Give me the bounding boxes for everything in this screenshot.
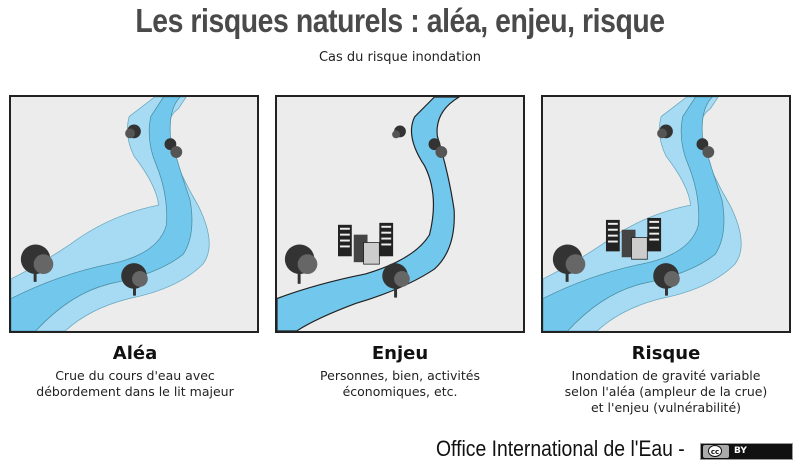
building-icon xyxy=(338,222,394,265)
tree-icon xyxy=(653,263,680,296)
river xyxy=(11,97,193,331)
river xyxy=(277,97,461,331)
panel-enjeu xyxy=(275,95,525,333)
tree-icon xyxy=(284,244,318,284)
tree-icon xyxy=(164,138,183,158)
cc-icon: cc xyxy=(708,445,722,457)
building-icon xyxy=(605,217,662,260)
enjeu-illustration xyxy=(277,97,461,331)
cc-by-license-badge: cc BY xyxy=(700,443,793,460)
caption-text: Inondation de gravité variable selon l'a… xyxy=(564,368,768,415)
risque-illustration xyxy=(543,97,742,331)
panel-alea xyxy=(9,95,259,333)
page-subtitle: Cas du risque inondation xyxy=(318,50,482,65)
page-title: Les risques naturels : aléa, enjeu, risq… xyxy=(135,2,665,39)
tree-icon xyxy=(125,124,141,139)
caption-alea: Aléa Crue du cours d'eau avec débordemen… xyxy=(0,343,270,400)
tree-icon xyxy=(657,124,673,139)
caption-enjeu: Enjeu Personnes, bien, activités économi… xyxy=(265,343,535,400)
by-label: BY xyxy=(734,446,747,456)
credit-text: Office International de l'Eau - xyxy=(436,436,685,461)
caption-title: Risque xyxy=(631,343,701,364)
alea-illustration xyxy=(11,97,210,331)
caption-title: Aléa xyxy=(112,343,158,364)
caption-risque: Risque Inondation de gravité variable se… xyxy=(531,343,800,416)
tree-icon xyxy=(382,263,410,298)
tree-icon xyxy=(20,244,54,282)
tree-icon xyxy=(121,263,148,296)
caption-title: Enjeu xyxy=(371,343,429,364)
river xyxy=(543,97,725,331)
tree-icon xyxy=(428,138,448,158)
caption-text: Crue du cours d'eau avec débordement dan… xyxy=(36,368,234,399)
tree-icon xyxy=(392,125,406,139)
panel-risque xyxy=(541,95,791,333)
tree-icon xyxy=(552,244,586,282)
caption-text: Personnes, bien, activités économiques, … xyxy=(320,368,480,399)
tree-icon xyxy=(696,138,715,158)
